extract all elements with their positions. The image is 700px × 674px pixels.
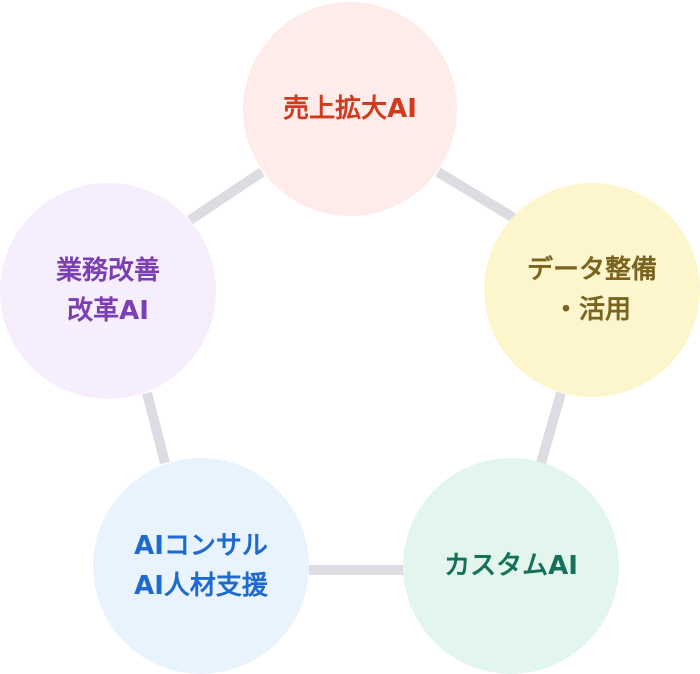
connector-consult-business [142, 391, 170, 465]
node-data-utilization: データ整備 ・活用 [484, 183, 700, 397]
node-ai-consulting: AIコンサル AI人材支援 [93, 458, 309, 674]
connector-sales-data [435, 167, 517, 223]
node-label-sales-ai: 売上拡大AI [283, 94, 417, 124]
node-label-ai-consulting: AIコンサル AI人材支援 [134, 531, 268, 601]
node-custom-ai: カスタムAI [403, 458, 619, 674]
connector-business-sales [187, 167, 265, 225]
node-business-improvement: 業務改善 改革AI [0, 183, 216, 399]
node-sales-ai: 売上拡大AI [243, 2, 457, 216]
node-label-data-utilization: データ整備 ・活用 [526, 255, 657, 325]
node-label-business-improvement: 業務改善 改革AI [55, 256, 160, 326]
node-label-custom-ai: カスタムAI [444, 551, 578, 581]
connector-data-custom [536, 391, 566, 465]
